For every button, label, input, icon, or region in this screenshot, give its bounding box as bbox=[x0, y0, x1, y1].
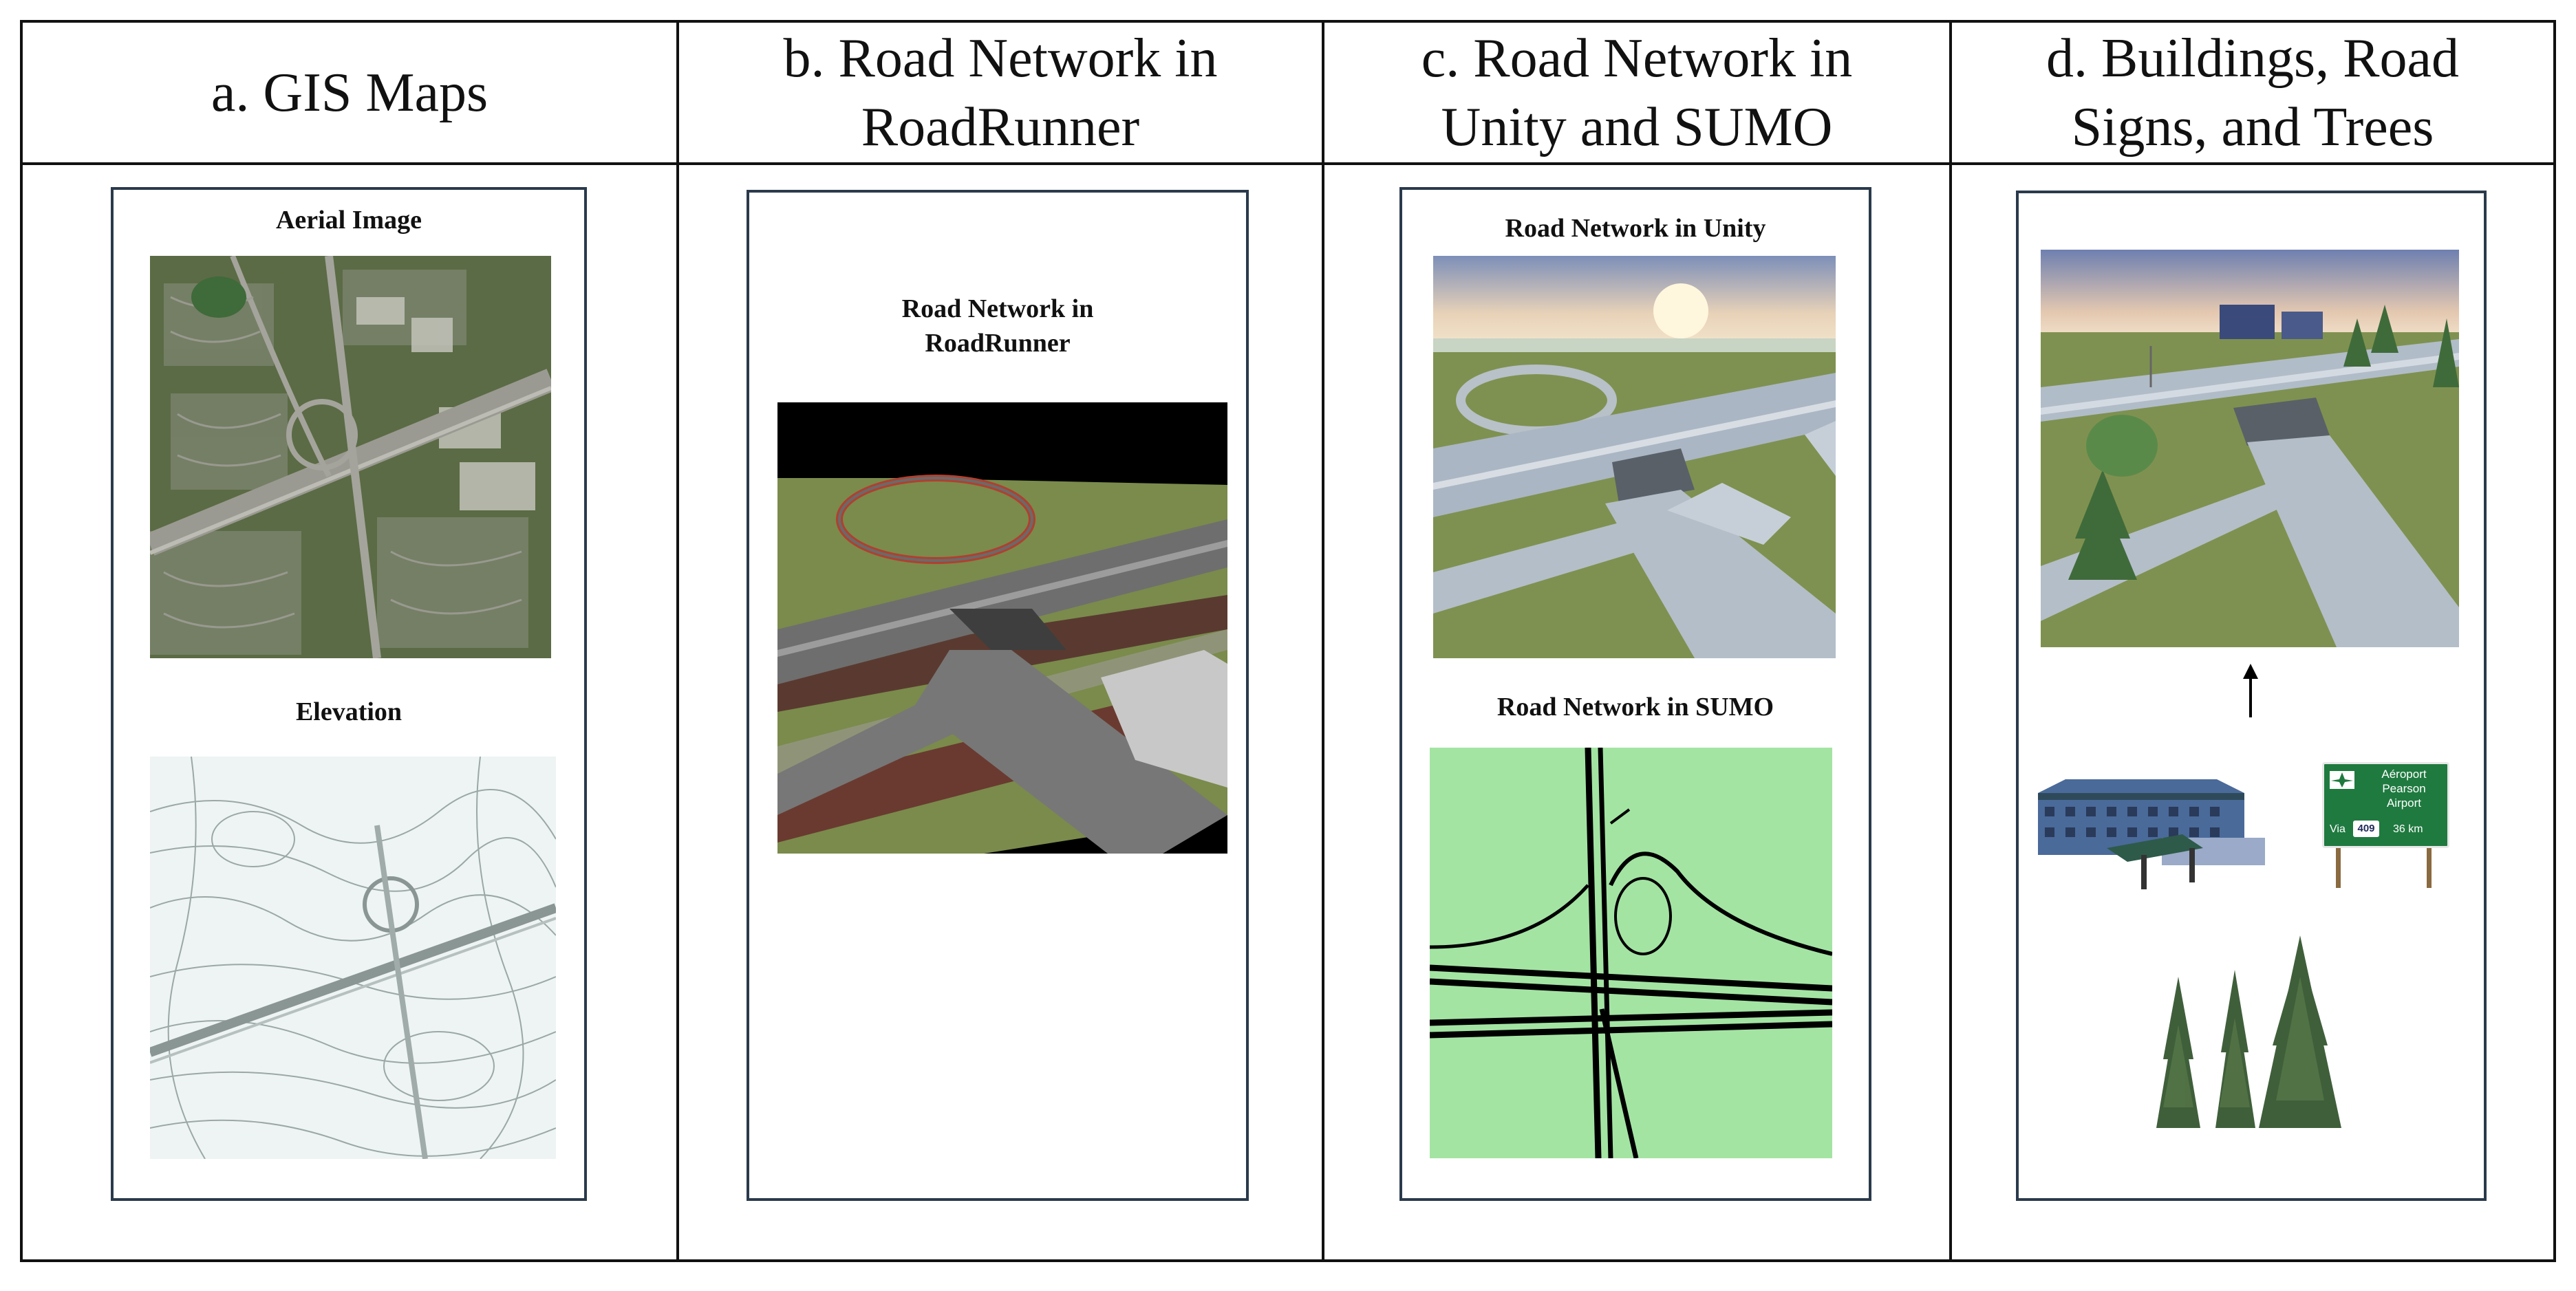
sign-line: Pearson bbox=[2382, 782, 2426, 795]
elevation-image bbox=[150, 757, 556, 1159]
unity-render bbox=[1433, 256, 1836, 658]
header-unity-sumo: c. Road Network in Unity and SUMO bbox=[1421, 28, 1853, 158]
arrow-up-icon bbox=[2243, 664, 2258, 717]
roadrunner-render bbox=[777, 402, 1227, 854]
road-sign-model: Aéroport Pearson Airport Via 409 36 km bbox=[2317, 762, 2454, 889]
header-roadrunner: b. Road Network in RoadRunner bbox=[783, 28, 1218, 158]
airplane-icon bbox=[2330, 771, 2354, 789]
elevation-title: Elevation bbox=[295, 697, 402, 726]
header-buildings-signs-trees: d. Buildings, Road Signs, and Trees bbox=[2046, 28, 2460, 158]
column-divider bbox=[1949, 23, 1952, 1259]
building-model bbox=[2038, 779, 2275, 889]
figure-table: a. GIS Maps b. Road Network in RoadRunne… bbox=[20, 20, 2556, 1262]
sign-distance: 36 km bbox=[2393, 823, 2423, 835]
scene-render bbox=[2041, 250, 2459, 647]
roadrunner-title: Road Network in RoadRunner bbox=[901, 294, 1094, 358]
sign-post bbox=[2427, 848, 2432, 888]
sign-line: Airport bbox=[2386, 796, 2422, 810]
sign-via: Via bbox=[2330, 823, 2346, 835]
header-gis-maps: a. GIS Maps bbox=[211, 62, 489, 123]
aerial-image bbox=[150, 256, 551, 658]
column-divider bbox=[1322, 23, 1324, 1259]
sign-post bbox=[2336, 848, 2341, 888]
sign-panel: Aéroport Pearson Airport Via 409 36 km bbox=[2322, 762, 2449, 848]
aerial-image-title: Aerial Image bbox=[275, 206, 422, 235]
tree-models bbox=[2152, 935, 2346, 1135]
column-divider bbox=[676, 23, 679, 1259]
header-divider bbox=[23, 162, 2553, 165]
sign-route-shield: 409 bbox=[2353, 821, 2379, 837]
sign-line: Aéroport bbox=[2381, 768, 2427, 781]
unity-title: Road Network in Unity bbox=[1505, 214, 1766, 243]
sumo-network bbox=[1430, 748, 1832, 1158]
sumo-title: Road Network in SUMO bbox=[1496, 693, 1774, 722]
